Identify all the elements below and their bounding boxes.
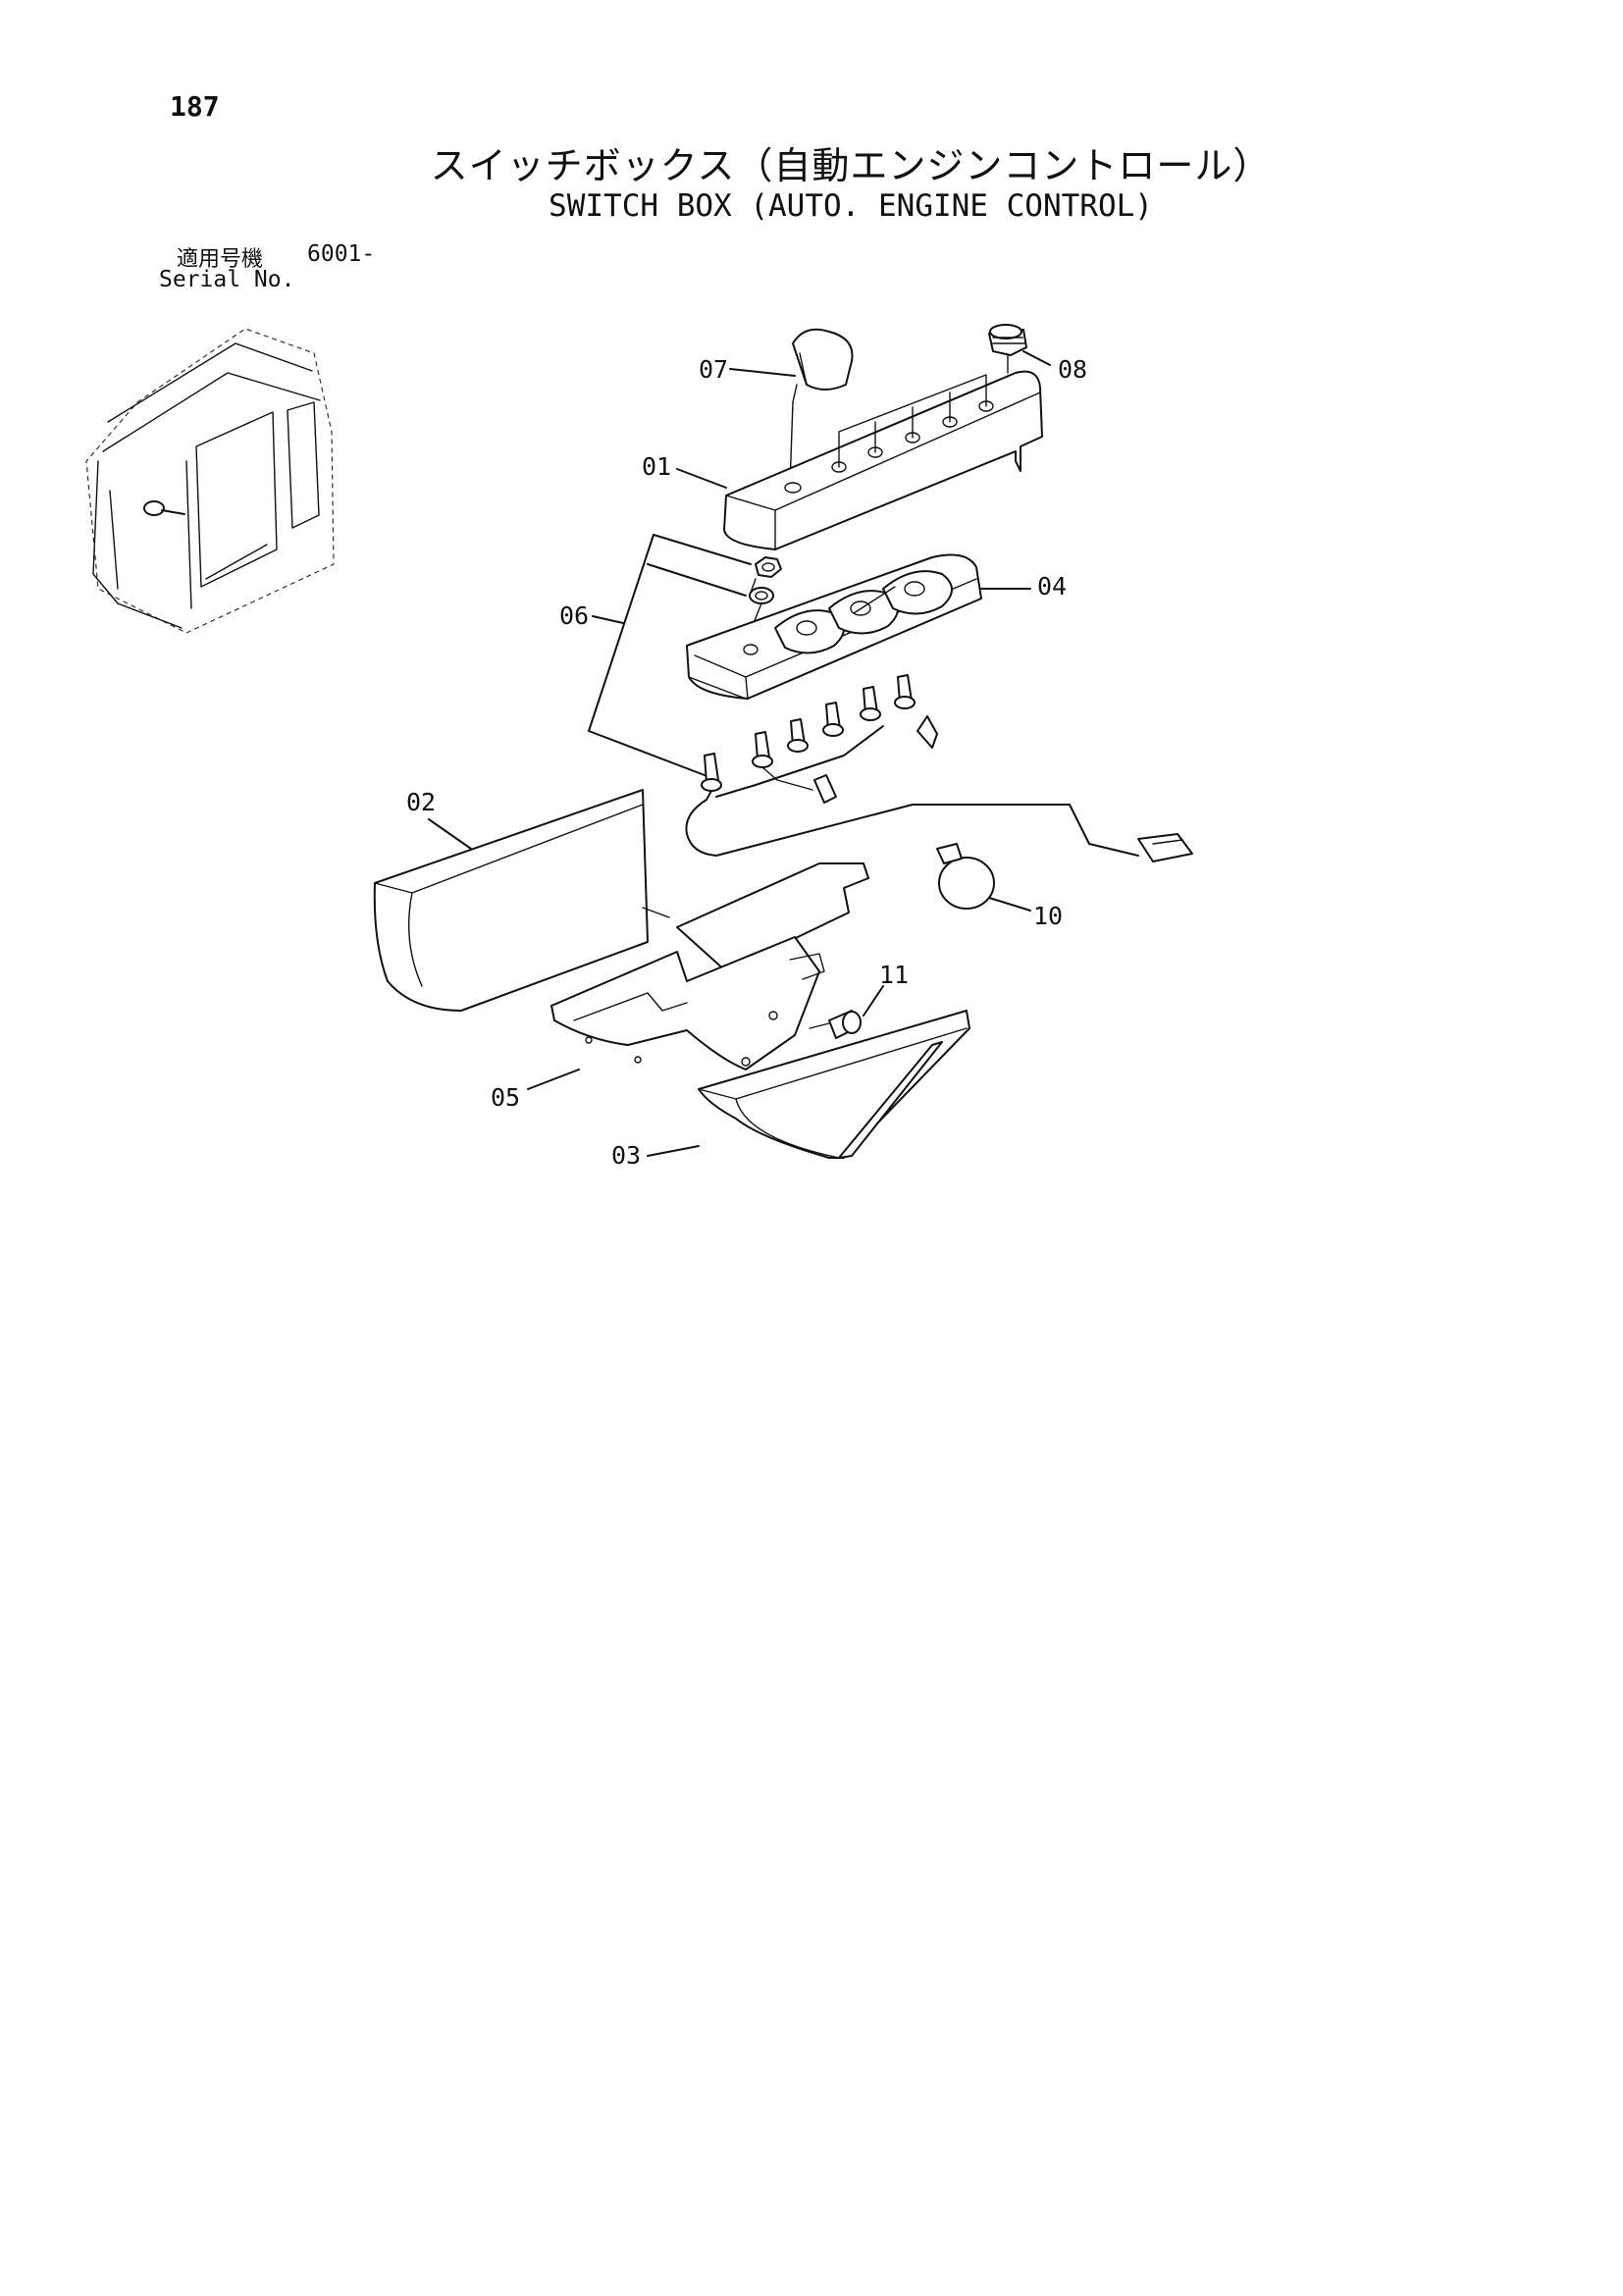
part-05-bracket (550, 862, 869, 1070)
callout-08: 08 (1058, 355, 1087, 384)
part-02-cover (373, 789, 670, 1012)
cab-location-illustration (85, 328, 335, 634)
callout-11: 11 (879, 961, 909, 989)
callout-04: 04 (1037, 572, 1067, 600)
callout-10: 10 (1033, 902, 1063, 930)
part-11-screw (809, 1010, 862, 1039)
part-06-nut-washer (745, 556, 782, 644)
callout-03: 03 (611, 1141, 641, 1170)
page-number: 187 (170, 90, 220, 123)
part-08-knob (988, 324, 1027, 374)
title-english: SWITCH BOX (AUTO. ENGINE CONTROL) (549, 188, 1153, 224)
callout-01: 01 (642, 452, 671, 481)
serial-label-japanese: 適用号機 (177, 247, 264, 272)
callout-02: 02 (406, 788, 436, 816)
callout-06: 06 (559, 601, 589, 630)
part-04-switch-panel (686, 553, 982, 700)
part-07-knob (789, 328, 854, 487)
callout-05: 05 (491, 1083, 520, 1112)
serial-value: 6001- (307, 241, 376, 267)
part-03-cover (698, 1010, 970, 1159)
title-japanese: スイッチボックス（自動エンジンコントロール） (430, 144, 1272, 187)
part-01-cover (723, 370, 1043, 550)
switch-harness (685, 674, 1193, 862)
part-06-bracket-lines (588, 534, 752, 776)
part-10-clamp (936, 843, 995, 910)
serial-label-english: Serial No. (159, 267, 295, 292)
callout-07: 07 (699, 355, 728, 384)
